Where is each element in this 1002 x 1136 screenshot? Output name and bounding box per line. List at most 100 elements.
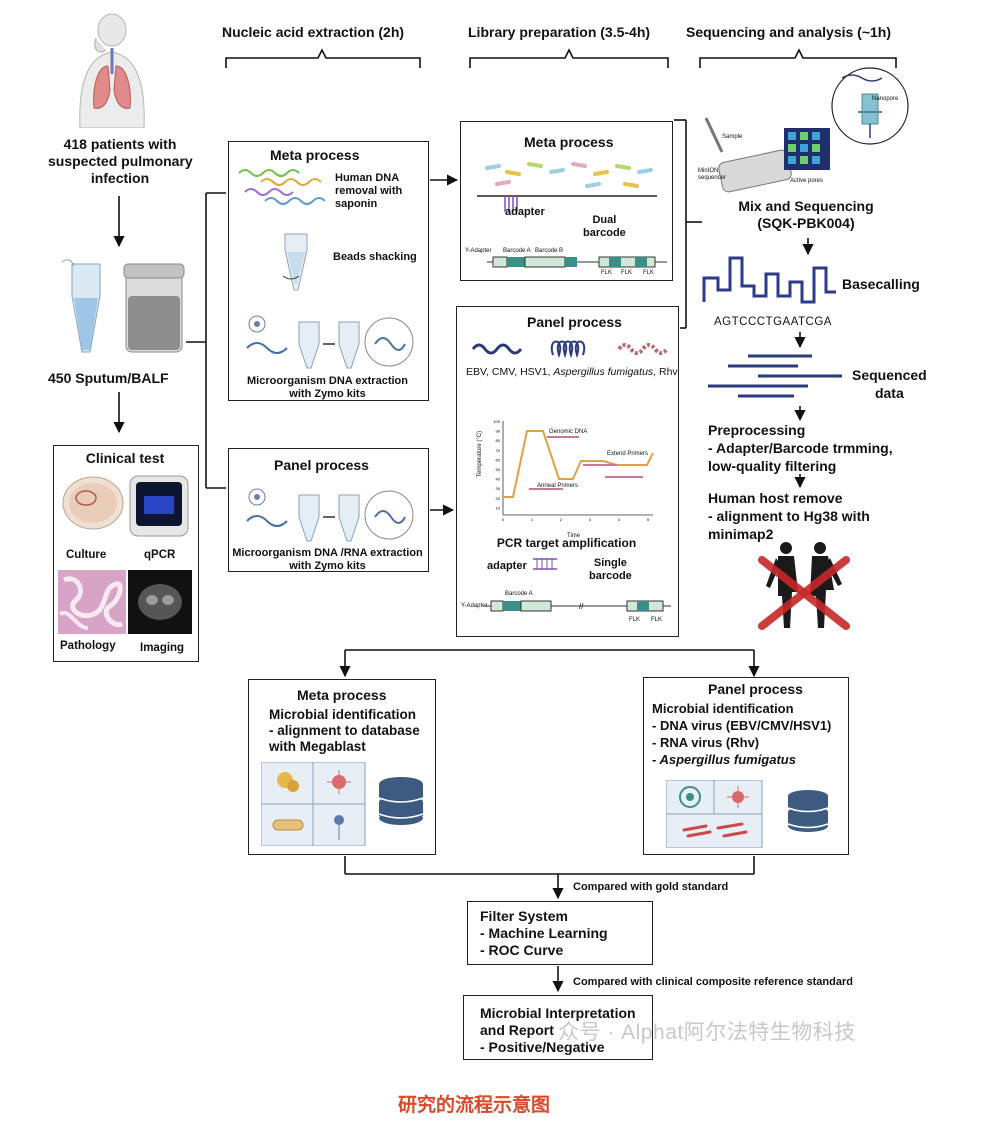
library-panel-y-adapter: Y-Adapter: [461, 603, 488, 609]
library-panel-construct-icon: //: [485, 600, 671, 612]
watermark-text: 众号 · Alphat阿尔法特生物科技: [558, 1021, 856, 1044]
patients-label: 418 patients with suspected pulmonary in…: [48, 136, 193, 186]
library-meta-flk-2: FLK: [621, 270, 633, 276]
samples-label: 450 Sputum/BALF: [48, 370, 169, 386]
seq-basecalling-label: Basecalling: [842, 276, 920, 292]
library-meta-barcode-b: Barcode B: [535, 248, 564, 254]
extraction-panel-step: Microorganism DNA /RNA extraction with Z…: [232, 547, 423, 572]
extraction-meta-step1: Human DNA removal with saponin: [335, 172, 403, 210]
pcr-anneal-label: Anneal Primers: [537, 483, 579, 489]
pcr-ytick: 80: [496, 438, 501, 443]
brace-library: [469, 48, 669, 68]
pcr-xtick: 1: [531, 517, 534, 522]
microbe-extraction-icon: [246, 315, 414, 369]
result-meta-box: Meta process Microbial identification - …: [248, 679, 436, 855]
panel-microbe-database-icon: [666, 780, 829, 848]
extraction-meta-title: Meta process: [270, 147, 360, 163]
library-meta-adapter: adapter: [505, 206, 545, 218]
clinical-item-pathology: Pathology: [60, 640, 116, 652]
seq-sample-label: Sample: [722, 134, 743, 140]
filter-system-box: Filter System - Machine Learning - ROC C…: [467, 901, 653, 965]
human-host-removed-icon: [758, 542, 850, 630]
library-panel-box: Panel process EBV, CMV, HSV1, Aspergillu…: [456, 306, 679, 637]
library-meta-box: Meta process adapter Dual barcode Y-Adap…: [460, 121, 673, 281]
brace-sequencing: [699, 48, 897, 68]
pcr-time-label: Time: [567, 533, 581, 539]
seq-preprocessing: Preprocessing - Adapter/Barcode trmming,…: [708, 422, 893, 474]
result-meta-text: Microbial identification - alignment to …: [269, 707, 420, 754]
clinical-test-box: Clinical test Culture qPCR Pathology Ima…: [53, 445, 199, 662]
seq-host-remove: Human host remove - alignment to Hg38 wi…: [708, 490, 870, 542]
basecalling-signal-icon: [702, 256, 836, 304]
library-meta-title: Meta process: [524, 134, 614, 150]
composite-standard-label: Compared with clinical composite referen…: [573, 976, 853, 988]
result-panel-title: Panel process: [708, 681, 803, 697]
interpretation-box: Microbial Interpretation and Report - Po…: [463, 995, 653, 1060]
result-meta-title: Meta process: [297, 687, 387, 703]
library-panel-flk-1: FLK: [629, 617, 641, 623]
pcr-temp-label: Temperature (°C): [477, 430, 483, 477]
clinical-test-title: Clinical test: [85, 450, 165, 466]
library-meta-flk-3: FLK: [643, 270, 655, 276]
extraction-panel-box: Panel process Microorganism DNA /RNA ext…: [228, 448, 429, 572]
library-meta-barcode-a: Barcode A: [503, 248, 531, 254]
pathology-slide-icon: [58, 570, 126, 634]
extraction-meta-step2: Beads shacking: [333, 251, 417, 263]
patient-lungs-icon: [79, 13, 145, 128]
sample-tubes-icon: [61, 259, 185, 353]
minion-sequencer-icon: [704, 117, 830, 193]
library-fragments-icon: [477, 162, 657, 212]
figure-caption: 研究的流程示意图: [398, 1095, 551, 1116]
clinical-item-qpcr: qPCR: [144, 549, 176, 561]
extraction-panel-title: Panel process: [274, 457, 369, 473]
seq-mix-label: Mix and Sequencing (SQK-PBK004): [738, 198, 874, 231]
pcr-ytick: 100: [493, 419, 500, 424]
pcr-ytick: 40: [496, 477, 501, 482]
culture-dish-icon: [62, 476, 124, 530]
panel-extraction-icon: [246, 488, 414, 542]
sequenced-reads-icon: [708, 354, 842, 398]
library-panel-flk-2: FLK: [651, 617, 663, 623]
seq-nanopore-label: Nanopore: [872, 96, 899, 102]
bead-tube-icon: [282, 233, 308, 291]
header-extraction: Nucleic acid extraction (2h): [222, 24, 405, 40]
dna-strands-icon: [238, 169, 326, 205]
interpretation-text: Microbial Interpretation and Report - Po…: [480, 1005, 636, 1055]
result-panel-text: Microbial identification - DNA virus (EB…: [652, 701, 832, 767]
library-panel-targets: EBV, CMV, HSV1, Aspergillus fumigatus, R…: [466, 366, 678, 378]
extraction-meta-box: Meta process Human DNA removal with sapo…: [228, 141, 429, 401]
pcr-ytick: 70: [496, 448, 501, 453]
microbe-database-icon: [261, 762, 424, 846]
library-panel-single: Single barcode: [589, 557, 632, 582]
pcr-extend-label: Extend Primers: [607, 451, 649, 457]
gold-standard-label: Compared with gold standard: [573, 881, 729, 893]
svg-text://: //: [579, 602, 584, 611]
seq-sequence-text: AGTCCCTGAATCGA: [714, 316, 832, 328]
pcr-ytick: 60: [496, 457, 501, 462]
nanopore-zoom-icon: [831, 67, 909, 145]
imaging-scan-icon: [128, 570, 192, 634]
clinical-item-culture: Culture: [66, 549, 107, 561]
pcr-xtick: 0: [502, 517, 505, 522]
pcr-xtick: 2: [560, 517, 563, 522]
pcr-xtick: 4: [618, 517, 621, 522]
pcr-ytick: 50: [496, 467, 501, 472]
result-panel-box: Panel process Microbial identification -…: [643, 677, 849, 855]
adapter-icon: [533, 558, 557, 570]
pcr-ytick: 10: [496, 505, 501, 510]
pcr-genomic-label: Genomic DNA: [549, 429, 588, 435]
brace-extraction: [225, 48, 421, 68]
header-library: Library preparation (3.5-4h): [468, 24, 651, 40]
library-meta-dual: Dual barcode: [583, 214, 626, 239]
qpcr-machine-icon: [129, 475, 189, 537]
library-panel-title: Panel process: [527, 314, 622, 330]
library-panel-barcode-a: Barcode A: [505, 591, 533, 597]
seq-sequenced-label: Sequenced data: [852, 367, 927, 401]
library-meta-flk-1: FLK: [601, 270, 613, 276]
pcr-ytick: 30: [496, 486, 501, 491]
pcr-xtick: 3: [589, 517, 592, 522]
header-sequencing: Sequencing and analysis (~1h): [686, 24, 892, 40]
